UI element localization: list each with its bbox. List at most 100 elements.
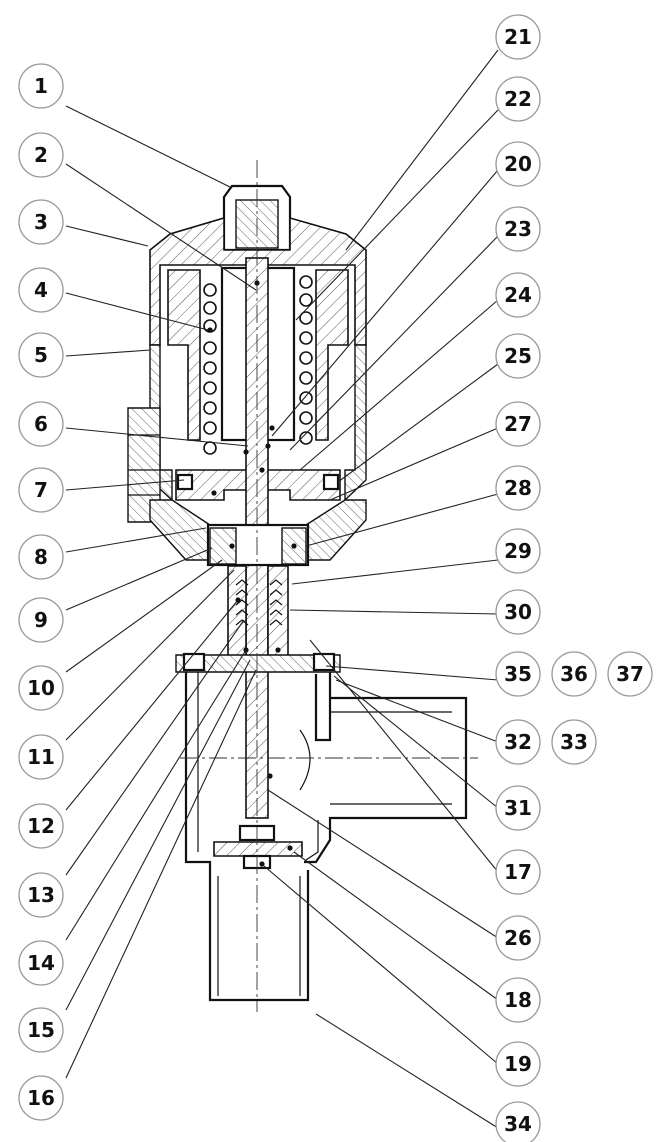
callout-bubble: [18, 63, 64, 109]
callout-7: 7: [18, 467, 64, 513]
callout-bubble: [495, 1041, 541, 1087]
callout-33: 33: [551, 719, 597, 765]
callout-number: 11: [27, 745, 55, 769]
callout-16: 16: [18, 1075, 64, 1121]
callout-number: 5: [34, 343, 48, 367]
callout-number: 23: [504, 217, 532, 241]
callout-8: 8: [18, 534, 64, 580]
callout-number: 24: [504, 283, 532, 307]
callout-number: 26: [504, 926, 532, 950]
packing-rings: [235, 579, 283, 626]
callout-17: 17: [495, 849, 541, 895]
callout-22: 22: [495, 76, 541, 122]
callout-bubble: [18, 467, 64, 513]
inner-sleeve-right: [315, 269, 349, 441]
callout-bubble: [18, 803, 64, 849]
callout-29: 29: [495, 528, 541, 574]
spring-coils: [203, 275, 313, 455]
callout-number: 28: [504, 476, 532, 500]
callout-number: 32: [504, 730, 532, 754]
callout-bubble: [495, 915, 541, 961]
callout-bubble: [18, 734, 64, 780]
callout-bubble: [18, 401, 64, 447]
callout-number: 27: [504, 412, 532, 436]
callout-number: 6: [34, 412, 48, 436]
callout-number: 31: [504, 796, 532, 820]
callout-number: 30: [504, 600, 532, 624]
callout-28: 28: [495, 465, 541, 511]
callout-bubble: [18, 1075, 64, 1121]
callout-32: 32: [495, 719, 541, 765]
callout-number: 21: [504, 25, 532, 49]
piston-seal-right: [322, 473, 340, 491]
callout-number: 25: [504, 344, 532, 368]
callout-10: 10: [18, 665, 64, 711]
callout-bubble: [495, 589, 541, 635]
callout-bubble: [495, 76, 541, 122]
inner-sleeve-left: [167, 269, 201, 441]
valve-body: [184, 672, 468, 870]
callout-1: 1: [18, 63, 64, 109]
callout-20: 20: [495, 141, 541, 187]
callout-15: 15: [18, 1007, 64, 1053]
callout-bubble: [495, 785, 541, 831]
callout-bubble: [18, 267, 64, 313]
piston-seal-left: [176, 473, 194, 491]
valve-body-drawing: [127, 160, 478, 1012]
callout-bubble: [18, 597, 64, 643]
callout-number: 36: [560, 662, 588, 686]
callout-31: 31: [495, 785, 541, 831]
callout-bubble: [18, 332, 64, 378]
callout-bubble: [18, 665, 64, 711]
callout-bubble: [495, 14, 541, 60]
callout-number: 4: [34, 278, 48, 302]
callout-19: 19: [495, 1041, 541, 1087]
callout-bubble: [495, 849, 541, 895]
callout-number: 37: [616, 662, 644, 686]
callout-number: 18: [504, 988, 532, 1012]
callout-bubble: [495, 272, 541, 318]
callout-number: 10: [27, 676, 55, 700]
callout-3: 3: [18, 199, 64, 245]
callout-bubble: [495, 465, 541, 511]
callout-number: 15: [27, 1018, 55, 1042]
callout-bubble: [495, 719, 541, 765]
callout-bubble: [18, 132, 64, 178]
callout-number: 19: [504, 1052, 532, 1076]
callout-bubble: [18, 534, 64, 580]
callout-bubble: [495, 528, 541, 574]
callout-number: 14: [27, 951, 55, 975]
callout-bubble: [551, 651, 597, 697]
callout-bubble: [607, 651, 653, 697]
callout-36: 36: [551, 651, 597, 697]
callout-18: 18: [495, 977, 541, 1023]
callout-number: 12: [27, 814, 55, 838]
callout-number: 2: [34, 143, 48, 167]
valve-disc: [213, 841, 303, 857]
flange-bolt-right: [312, 652, 336, 672]
callout-bubble: [495, 1101, 541, 1142]
callout-37: 37: [607, 651, 653, 697]
callout-bubble: [495, 977, 541, 1023]
callout-14: 14: [18, 940, 64, 986]
callout-number: 29: [504, 539, 532, 563]
callout-9: 9: [18, 597, 64, 643]
callout-13: 13: [18, 872, 64, 918]
callout-number: 34: [504, 1112, 532, 1136]
callout-5: 5: [18, 332, 64, 378]
callout-number: 8: [34, 545, 48, 569]
callout-number: 9: [34, 608, 48, 632]
callout-bubble: [495, 333, 541, 379]
callout-bubble: [18, 940, 64, 986]
actuator-cover: [149, 216, 367, 346]
callout-bubble: [18, 1007, 64, 1053]
callout-30: 30: [495, 589, 541, 635]
callout-12: 12: [18, 803, 64, 849]
callout-number: 7: [34, 478, 48, 502]
callout-labels: 1234567891011121314151621222023242527282…: [18, 14, 653, 1142]
callout-bubble: [551, 719, 597, 765]
callout-21: 21: [495, 14, 541, 60]
callout-34: 34: [495, 1101, 541, 1142]
callout-bubble: [18, 199, 64, 245]
